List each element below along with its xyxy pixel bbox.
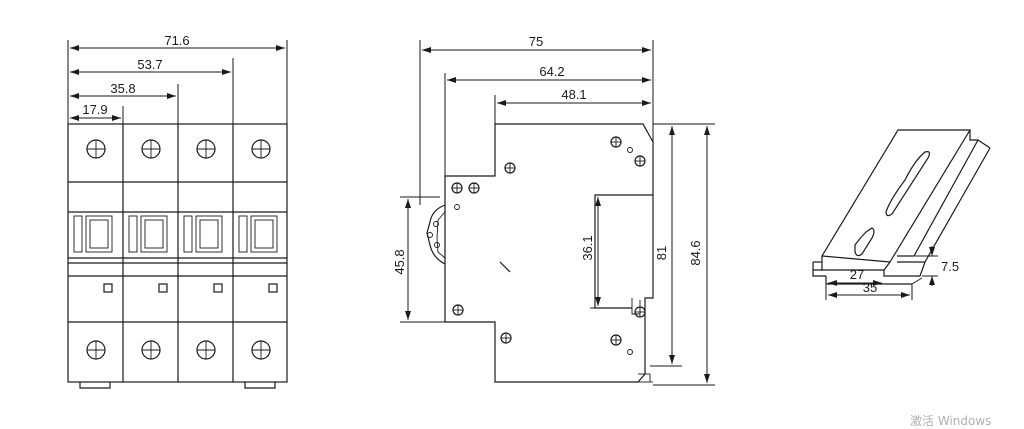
side-din-clip xyxy=(426,204,446,265)
side-dimensions: 75 64.2 48.1 45.8 36.1 81 84.6 xyxy=(392,34,715,386)
din-clips xyxy=(79,382,276,389)
dim-rail-outer-width: 35 xyxy=(863,280,877,295)
indicator-windows xyxy=(103,283,278,293)
dim-one-pole: 17.9 xyxy=(82,102,107,117)
side-screws xyxy=(451,136,646,346)
dim-depth-front: 48.1 xyxy=(561,87,586,102)
dim-rail-inner-width: 27 xyxy=(850,267,864,282)
dim-depth: 75 xyxy=(529,34,543,49)
side-slot xyxy=(499,261,511,273)
front-view: 71.6 53.7 35.8 17.9 xyxy=(67,33,288,389)
din-rail: 27 35 7.5 xyxy=(812,129,991,300)
terminal-screws-bottom xyxy=(86,340,271,360)
rail-dimensions: 27 35 7.5 xyxy=(825,246,959,300)
watermark-text: 激活 Windows xyxy=(910,414,992,428)
dim-depth-mid: 64.2 xyxy=(539,64,564,79)
dim-window-height: 36.1 xyxy=(580,235,595,260)
toggle-handles xyxy=(73,215,278,253)
dim-total-height: 84.6 xyxy=(688,240,703,265)
dim-clip-height: 45.8 xyxy=(392,249,407,274)
dim-total-width: 71.6 xyxy=(164,33,189,48)
dim-rail-height: 7.5 xyxy=(941,259,959,274)
window-recess xyxy=(594,194,653,309)
side-small-holes xyxy=(454,147,633,355)
side-view: 75 64.2 48.1 45.8 36.1 81 84.6 xyxy=(392,34,715,386)
front-dimensions: 71.6 53.7 35.8 17.9 xyxy=(67,33,288,124)
side-body-outline xyxy=(444,123,654,383)
dim-two-pole: 35.8 xyxy=(110,81,135,96)
dim-three-pole: 53.7 xyxy=(137,57,162,72)
dim-body-height: 81 xyxy=(654,246,669,260)
terminal-screws-top xyxy=(86,139,271,159)
